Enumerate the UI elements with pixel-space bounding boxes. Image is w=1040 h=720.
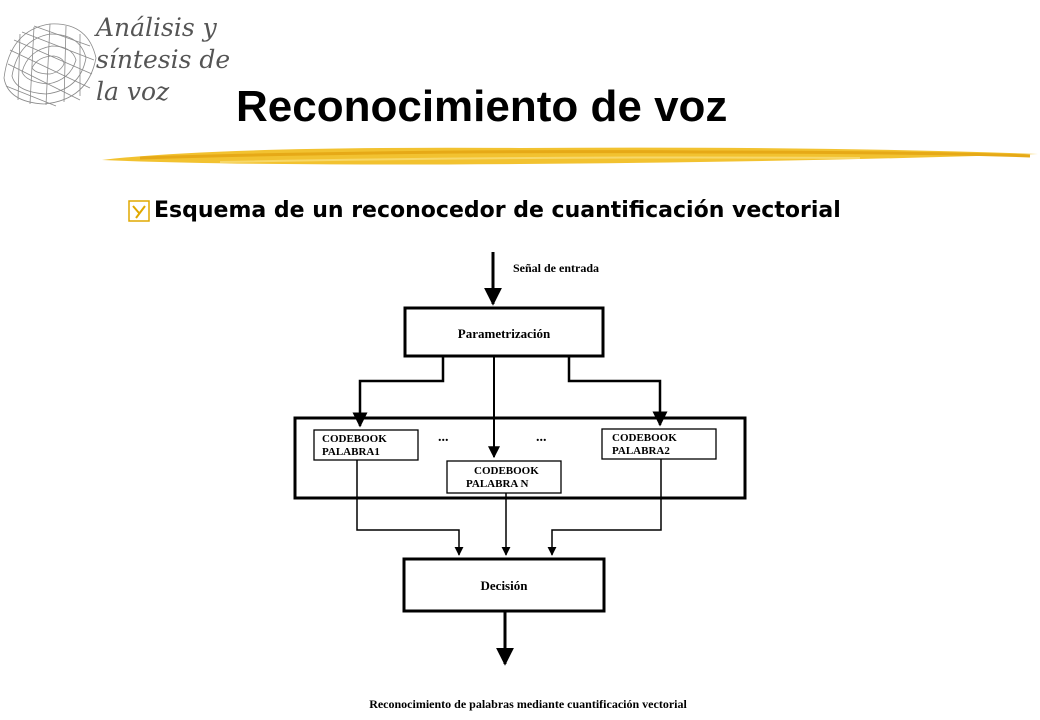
codebook-2-line-2: PALABRA2 bbox=[612, 445, 670, 457]
param-block-label: Parametrización bbox=[458, 326, 551, 341]
codebook-1-box bbox=[313, 429, 419, 461]
codebook-n-line-1: CODEBOOK bbox=[474, 465, 539, 477]
logo-line-3: la voz bbox=[96, 77, 170, 106]
codebook-2-box bbox=[601, 428, 717, 460]
codebook-1-line-1: CODEBOOK bbox=[322, 433, 387, 445]
title-underline-stroke bbox=[102, 147, 1038, 165]
codebook-n-box bbox=[446, 460, 562, 494]
ellipsis-left: ... bbox=[438, 430, 449, 445]
codebook-n-line-2: PALABRA N bbox=[466, 478, 528, 490]
logo-line-2: síntesis de bbox=[96, 45, 231, 74]
codebook-1-line-2: PALABRA1 bbox=[322, 446, 380, 458]
page-title: Reconocimiento de voz bbox=[236, 82, 728, 131]
arrow-param-to-cb1 bbox=[352, 356, 445, 428]
diagram-caption: Reconocimiento de palabras mediante cuan… bbox=[369, 697, 687, 711]
bullet-text: Esquema de un reconocedor de cuantificac… bbox=[154, 198, 841, 223]
logo-text: Análisis y síntesis de la voz bbox=[96, 12, 230, 108]
arrow-param-to-cb2 bbox=[567, 356, 668, 427]
codebook-container bbox=[293, 416, 747, 500]
checkbox-y-bullet-icon bbox=[128, 199, 150, 222]
bullet-item: Esquema de un reconocedor de cuantificac… bbox=[128, 198, 841, 223]
ellipsis-right: ... bbox=[536, 430, 547, 445]
input-label: Señal de entrada bbox=[513, 261, 599, 275]
decision-block-label: Decisión bbox=[481, 578, 529, 593]
codebook-2-line-1: CODEBOOK bbox=[612, 432, 677, 444]
arrow-cb2-to-decision bbox=[547, 459, 662, 556]
logo-wireframe-icon bbox=[3, 23, 97, 107]
logo-line-1: Análisis y bbox=[96, 13, 217, 42]
param-block bbox=[403, 306, 605, 358]
arrow-cb1-to-decision bbox=[356, 460, 464, 556]
